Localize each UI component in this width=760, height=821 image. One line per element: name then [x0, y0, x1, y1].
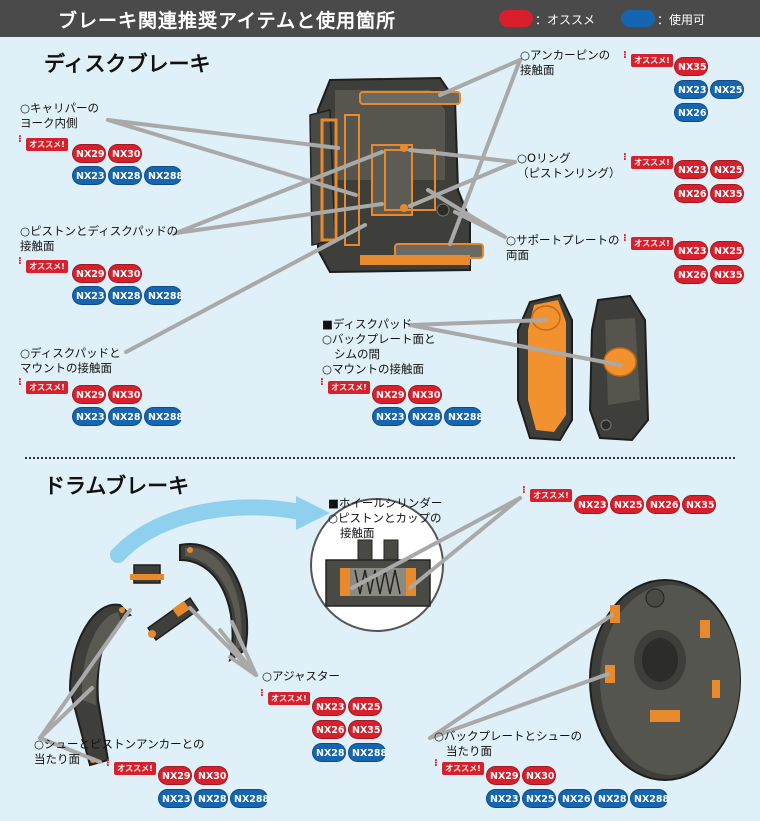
backplate-shoe-usable-item: NX288: [630, 789, 669, 808]
recommended-badge: ⁝オススメ!: [434, 759, 484, 777]
o-ring-recommended-item: NX35: [710, 184, 744, 203]
backplate-shoe-recommended-item: NX30: [522, 766, 556, 785]
backplate-illustration: [589, 579, 741, 781]
shoe-anchor-recommended-item: NX29: [158, 766, 192, 785]
backplate-shoe-usable-item: NX26: [558, 789, 592, 808]
piston-pad-usable-item: NX23: [72, 286, 106, 305]
legend-recommended-label: ：オススメ: [535, 13, 596, 27]
pad-mount-usable-item: NX288: [144, 407, 183, 426]
adjuster-illustration: [146, 596, 200, 642]
shoe-anchor-usable-item: NX28: [194, 789, 228, 808]
disc-pads-illustration: [517, 293, 650, 442]
adjuster-recommended-item: NX23: [312, 697, 346, 716]
legend-usable-label: ：使用可: [657, 13, 706, 27]
section-divider: [25, 457, 735, 459]
pad-mount-recommended-item: NX30: [108, 385, 142, 404]
drum-brake-title: ドラムブレーキ: [44, 474, 190, 498]
leader-lines: [38, 58, 622, 764]
wheel-cylinder-recommended-item: NX35: [682, 495, 716, 514]
shoe-anchor-recommended-item: NX30: [194, 766, 228, 785]
caliper-recommended-item: NX30: [108, 144, 142, 163]
pad-mount-usable-item: NX28: [108, 407, 142, 426]
caliper-usable-item: NX28: [108, 166, 142, 185]
recommended-badge: ⁝オススメ!: [18, 378, 68, 396]
adjuster-recommended-item: NX35: [348, 720, 382, 739]
header-bar: ブレーキ関連推奨アイテムと使用箇所 ：オススメ ：使用可: [0, 0, 760, 37]
caliper-recommended-item: NX29: [72, 144, 106, 163]
recommended-badge: ⁝オススメ!: [623, 153, 673, 171]
recommended-badge: ⁝オススメ!: [320, 378, 370, 396]
disc-brake-title: ディスクブレーキ: [44, 52, 211, 76]
o-ring-recommended-item: NX25: [710, 160, 744, 179]
recommended-badge: ⁝オススメ!: [623, 234, 673, 252]
piston-pad-recommended-item: NX29: [72, 264, 106, 283]
support-plate-recommended-item: NX35: [710, 265, 744, 284]
backplate-shoe-label: ○バックプレートとシューの当たり面: [434, 729, 583, 758]
disc-pad-recommended-item: NX30: [408, 385, 442, 404]
anchor-pin-label: ○アンカーピンの接触面: [520, 48, 611, 77]
pad-mount-recommended-item: NX29: [72, 385, 106, 404]
recommended-badge: ⁝オススメ!: [260, 689, 310, 707]
recommended-badge: ⁝オススメ!: [18, 257, 68, 275]
disc-caliper-illustration: [309, 76, 484, 274]
page-title: ブレーキ関連推奨アイテムと使用箇所: [58, 10, 397, 32]
piston-pad-recommended-item: NX30: [108, 264, 142, 283]
caliper-usable-item: NX23: [72, 166, 106, 185]
disc-pad-usable-item: NX288: [444, 407, 483, 426]
recommended-badge: ⁝オススメ!: [623, 51, 673, 69]
anchor-pin-usable-item: NX23: [674, 80, 708, 99]
anchor-pin-usable-item: NX26: [674, 103, 708, 122]
shoe-anchor-usable-item: NX288: [230, 789, 269, 808]
pad-mount-usable-item: NX23: [72, 407, 106, 426]
caliper-yoke-label: ○キャリパーのヨーク内側: [20, 101, 100, 130]
pad-mount-label: ○ディスクパッドとマウントの接触面: [20, 346, 121, 375]
recommended-badge: ⁝オススメ!: [18, 135, 68, 153]
support-plate-recommended-item: NX23: [674, 241, 708, 260]
piston-pad-usable-item: NX28: [108, 286, 142, 305]
o-ring-recommended-item: NX26: [674, 184, 708, 203]
anchor-pin-recommended-item: NX35: [674, 57, 708, 76]
adjuster-usable-item: NX28: [312, 743, 346, 762]
recommended-badge: ⁝オススメ!: [522, 486, 572, 504]
shoe-anchor-label: ○シューとピストンアンカーとの当たり面: [34, 737, 205, 766]
adjuster-usable-item: NX288: [348, 743, 387, 762]
wheel-cylinder-recommended-item: NX25: [610, 495, 644, 514]
support-plate-label: ○サポートプレートの両面: [506, 233, 620, 262]
wheel-cylinder-recommended-item: NX26: [646, 495, 680, 514]
support-plate-recommended-item: NX26: [674, 265, 708, 284]
o-ring-label: ○Oリング（ピストンリング）: [517, 151, 621, 180]
shoe-anchor-usable-item: NX23: [158, 789, 192, 808]
brake-shoe-illustration: [68, 542, 249, 767]
recommended-badge: ⁝オススメ!: [106, 759, 156, 777]
disc-pad-usable-item: NX23: [372, 407, 406, 426]
support-plate-recommended-item: NX25: [710, 241, 744, 260]
wheel-cylinder-illustration: [310, 498, 444, 632]
wheel-cylinder-recommended-item: NX23: [574, 495, 608, 514]
anchor-pin-usable-item: NX25: [710, 80, 744, 99]
o-ring-recommended-item: NX23: [674, 160, 708, 179]
disc-pad-recommended-item: NX29: [372, 385, 406, 404]
piston-pad-usable-item: NX288: [144, 286, 183, 305]
legend-recommended-swatch: [499, 10, 533, 27]
backplate-shoe-usable-item: NX23: [486, 789, 520, 808]
backplate-shoe-recommended-item: NX29: [486, 766, 520, 785]
backplate-shoe-usable-item: NX28: [594, 789, 628, 808]
caliper-usable-item: NX288: [144, 166, 183, 185]
disc-pad-label: ■ディスクパッド ○バックプレート面と シムの間 ○マウントの接触面: [322, 317, 436, 376]
legend-usable-swatch: [621, 10, 655, 27]
adjuster-label: ○アジャスター: [262, 669, 340, 683]
adjuster-recommended-item: NX26: [312, 720, 346, 739]
wheel-cylinder-label: ■ホイールシリンダー ○ピストンとカップの 接触面: [328, 496, 443, 540]
backplate-shoe-usable-item: NX25: [522, 789, 556, 808]
adjuster-recommended-item: NX25: [348, 697, 382, 716]
piston-pad-label: ○ピストンとディスクパッドの接触面: [20, 224, 179, 253]
disc-pad-usable-item: NX28: [408, 407, 442, 426]
